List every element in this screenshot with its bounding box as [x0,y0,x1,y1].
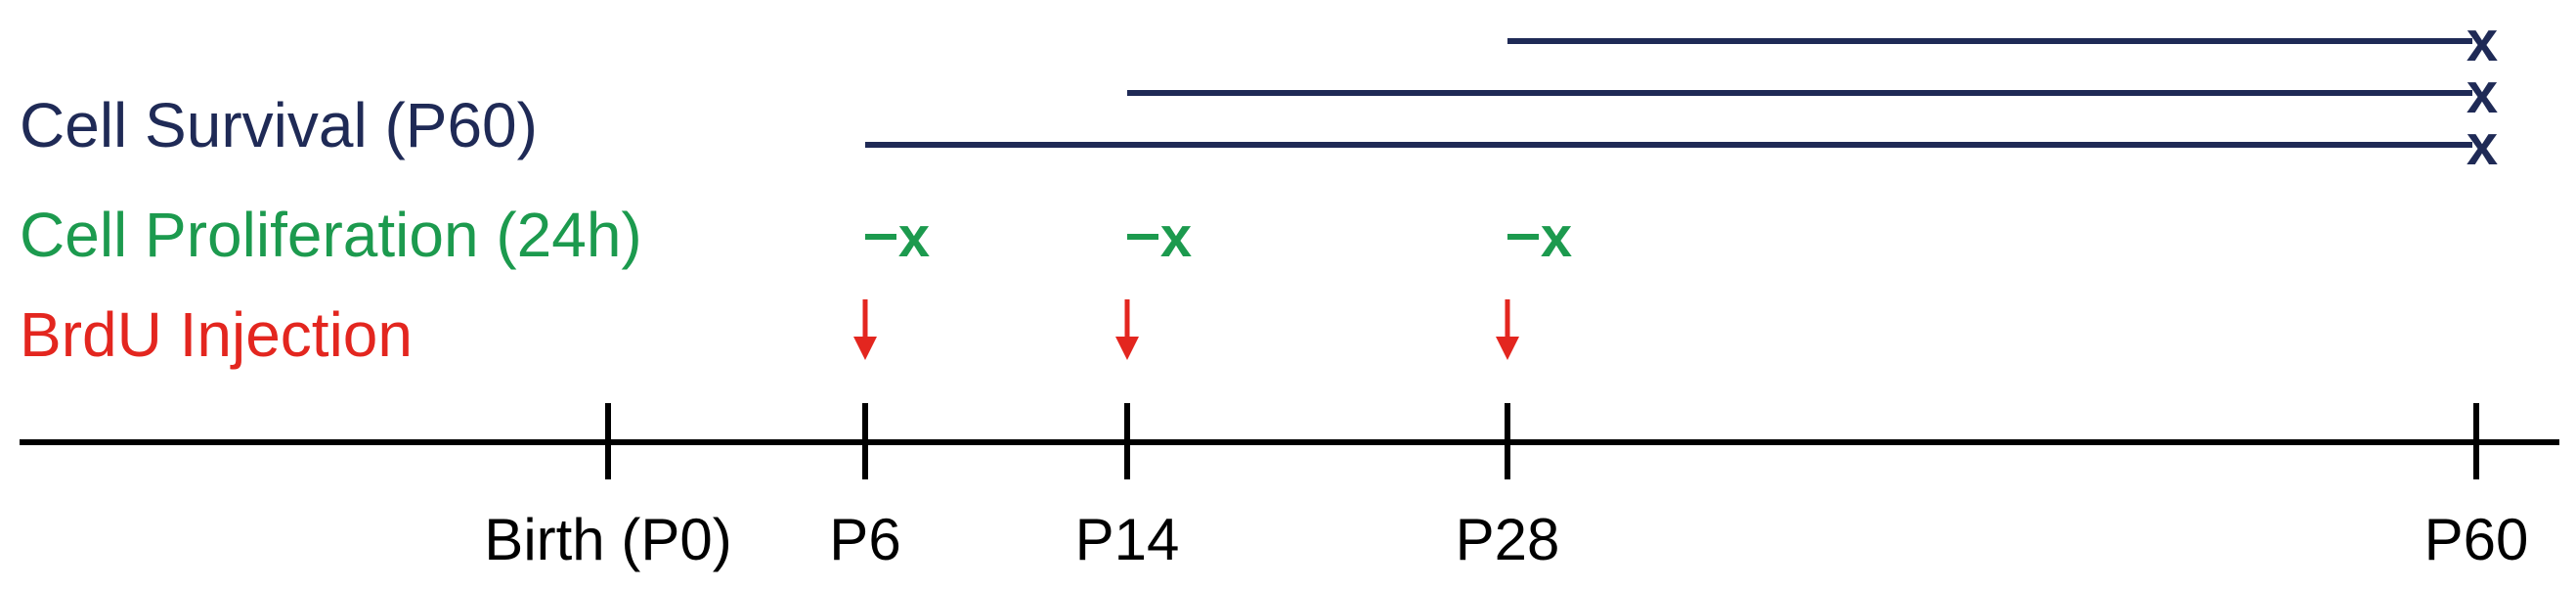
injection-arrow-head [853,337,877,360]
tick-label: Birth (P0) [484,507,731,572]
timeline-ticks: Birth (P0) P6 P14 P28 P60 [484,403,2528,572]
injection-arrows [853,299,1519,360]
legend-cell-proliferation: Cell Proliferation (24h) [20,200,642,270]
proliferation-end-marker: x [1160,205,1192,269]
survival-lines: xxx [865,10,2498,177]
tick-label: P28 [1456,507,1560,572]
tick-label: P14 [1075,507,1180,572]
injection-arrow-head [1496,337,1519,360]
proliferation-end-marker: x [1541,205,1572,269]
survival-end-marker: x [2467,62,2498,125]
injection-arrow-head [1115,337,1139,360]
survival-end-marker: x [2467,113,2498,177]
proliferation-end-marker: x [898,205,930,269]
survival-end-marker: x [2467,10,2498,73]
tick-label: P6 [829,507,900,572]
legend-cell-survival: Cell Survival (P60) [20,90,538,160]
legend-brdu-injection: BrdU Injection [20,299,413,370]
tick-label: P60 [2424,507,2529,572]
